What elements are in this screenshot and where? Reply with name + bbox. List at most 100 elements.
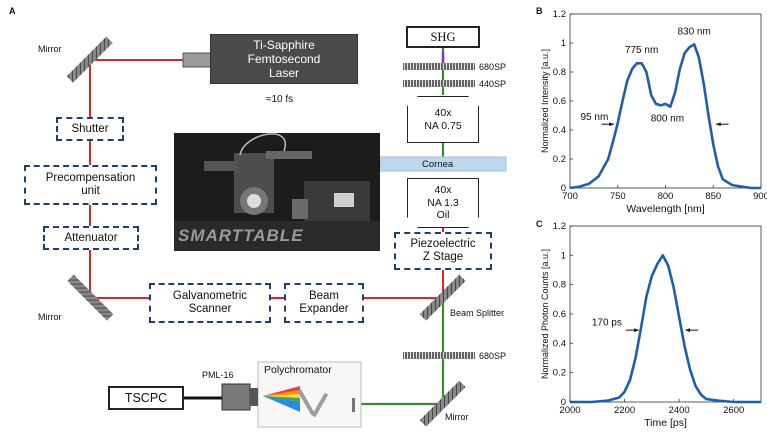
x-tick-label: 850 <box>705 191 721 202</box>
obj-top-na: NA 0.75 <box>424 119 462 132</box>
laser-nozzle <box>182 52 212 68</box>
y-axis-label: Normalized Intensity [a.u.] <box>540 49 550 153</box>
fwhm-arrow-left-head <box>609 122 614 127</box>
precompensation-box: Precompensation unit <box>24 165 157 205</box>
galvo-box: Galvanometric Scanner <box>149 283 271 323</box>
laser-line-3: Laser <box>268 66 300 80</box>
y-tick-label: 0.4 <box>553 125 566 136</box>
mirror-right-label: Mirror <box>445 412 469 422</box>
x-tick-label: 700 <box>562 191 578 202</box>
polychromator-label: Polychromator <box>264 364 332 376</box>
x-axis-label: Time [ps] <box>644 417 687 429</box>
laser-box: Ti-Sapphire Femtosecond Laser <box>210 34 358 84</box>
panel-c-label: C <box>536 219 543 229</box>
expander-line-2: Expander <box>299 303 349 315</box>
x-axis-label: Wavelength [nm] <box>626 203 704 215</box>
filter-680-label: 680SP <box>479 62 507 72</box>
attenuator-box: Attenuator <box>43 226 139 250</box>
obj-bottom-mag: 40x <box>434 184 452 197</box>
y-tick-label: 0.4 <box>553 338 566 349</box>
galvo-line-1: Galvanometric <box>172 290 248 302</box>
mirror-bottom <box>67 274 114 321</box>
y-tick-label: 0.6 <box>553 309 566 320</box>
piezo-box: Piezoelectric Z Stage <box>394 232 492 270</box>
x-tick-label: 2600 <box>723 405 744 416</box>
y-tick-label: 1 <box>561 250 566 261</box>
attenuator-label: Attenuator <box>64 231 118 244</box>
annotation-peak1: 775 nm <box>625 45 658 56</box>
x-tick-label: 900 <box>753 191 767 202</box>
laser-line-1: Ti-Sapphire <box>253 38 315 52</box>
pml-label: PML-16 <box>202 370 234 380</box>
filter-680-top <box>403 63 475 70</box>
annotation-fwhm: 95 nm <box>581 112 609 123</box>
objective-bottom: 40x NA 1.3 Oil <box>407 178 479 228</box>
shg-box: SHG <box>406 26 480 48</box>
smart-table-text: SMARTTABLE <box>178 226 304 245</box>
panel-a-label: A <box>9 6 16 16</box>
dispersion-fan <box>263 386 300 412</box>
plot-frame <box>569 225 762 403</box>
series-line <box>570 254 761 404</box>
piezo-line-2: Z Stage <box>422 251 464 263</box>
cornea-label: Cornea <box>422 159 454 170</box>
fwhm-arrow-right-head <box>716 122 721 127</box>
expander-box: Beam Expander <box>284 283 364 323</box>
series-line <box>569 43 761 190</box>
tscpc-box: TSCPC <box>108 386 184 410</box>
filter-440 <box>403 80 475 87</box>
tscpc-label: TSCPC <box>124 390 168 405</box>
y-tick-label: 1.2 <box>553 221 566 232</box>
mirror-top-label: Mirror <box>38 44 62 54</box>
x-tick-label: 2400 <box>669 405 690 416</box>
annotation-fwhm: 170 ps <box>592 318 622 329</box>
beam-splitter-label: Beam Splitter <box>450 308 505 318</box>
mirror-right <box>419 380 466 427</box>
obj-bottom-medium: Oil <box>436 209 450 222</box>
cornea-slab <box>379 156 507 172</box>
fwhm-arrow-left-head <box>634 328 639 333</box>
beam-splitter-mirror <box>419 274 466 321</box>
beam-path-diagram <box>66 36 507 428</box>
galvo-line-2: Scanner <box>188 303 232 315</box>
x-tick-label: 750 <box>610 191 626 202</box>
filter-680-low-label: 680SP <box>479 351 507 361</box>
x-tick-label: 800 <box>658 191 674 202</box>
x-tick-label: 2200 <box>614 405 635 416</box>
annotation-peak2: 830 nm <box>677 26 710 37</box>
y-tick-label: 0 <box>561 397 566 408</box>
y-axis-label: Normalized Photon Counts [a.u.] <box>540 249 550 379</box>
shg-label: SHG <box>430 29 456 44</box>
plot-frame <box>569 13 762 189</box>
fwhm-arrow-right-head <box>685 328 691 333</box>
y-tick-label: 1 <box>561 38 566 49</box>
y-tick-label: 0.6 <box>553 96 566 107</box>
filter-680-low <box>403 352 475 359</box>
x-tick-label: 2000 <box>559 405 580 416</box>
y-tick-label: 0 <box>561 183 566 194</box>
chart-b: 700 750 800 850 900 0 0.2 0.4 0.6 0.8 1 1.2Waveleng… <box>540 9 767 215</box>
objective-top: 40x NA 0.75 <box>407 96 479 143</box>
y-tick-label: 0.8 <box>553 280 566 291</box>
obj-top-mag: 40x <box>434 107 452 119</box>
y-tick-label: 0.2 <box>553 368 566 379</box>
mirror-bottom-label: Mirror <box>38 312 62 322</box>
shutter-box: Shutter <box>56 117 124 141</box>
y-tick-label: 1.2 <box>553 9 566 20</box>
obj-bottom-na: NA 1.3 <box>427 196 459 209</box>
annotation-dip: 800 nm <box>651 113 684 124</box>
piezo-line-1: Piezoelectric <box>410 238 476 250</box>
filter-440-label: 440SP <box>479 79 507 89</box>
y-tick-label: 0.2 <box>553 154 566 165</box>
precomp-line-1: Precompensation <box>45 172 136 184</box>
precomp-line-2: unit <box>81 185 100 197</box>
y-tick-label: 0.8 <box>553 67 566 78</box>
panel-b-label: B <box>536 6 543 16</box>
pml-detector <box>221 383 251 411</box>
laser-line-2: Femtosecond <box>247 52 321 66</box>
setup-photo: SMARTTABLE <box>174 133 380 251</box>
shutter-label: Shutter <box>71 122 109 135</box>
mirror-top <box>66 36 113 83</box>
expander-line-1: Beam <box>308 290 340 302</box>
